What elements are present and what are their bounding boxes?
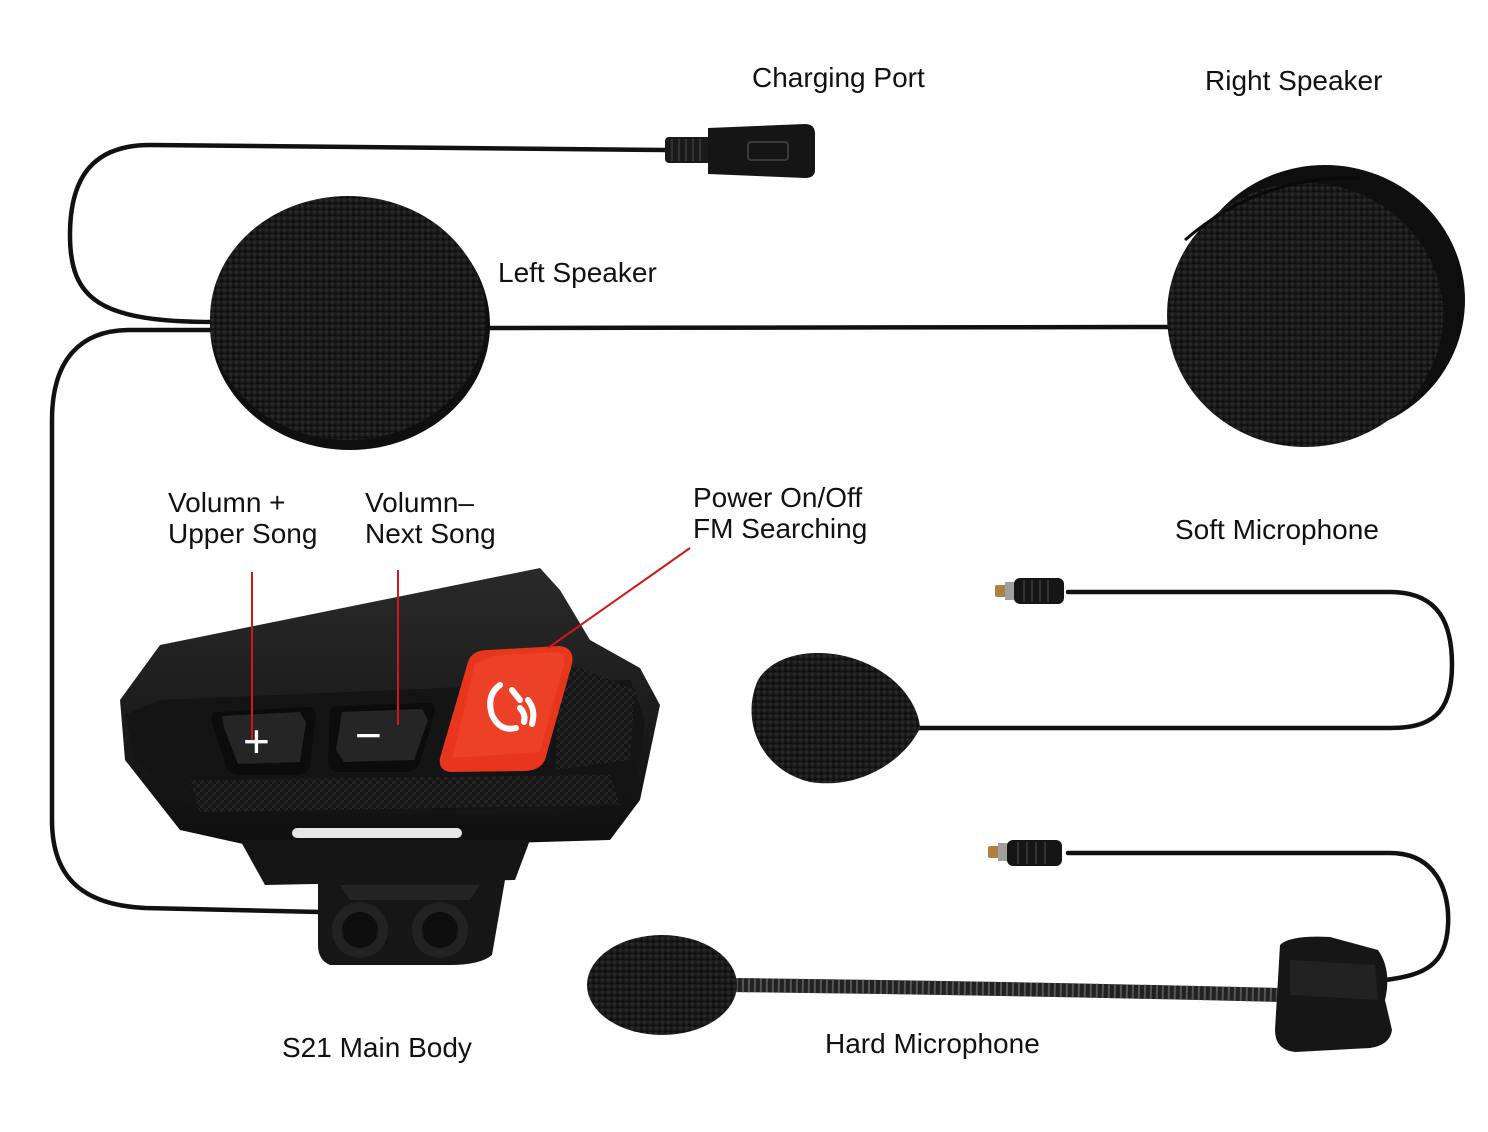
charging-cable [67, 142, 668, 325]
label-hard-microphone: Hard Microphone [825, 1028, 1040, 1059]
phone-icon [487, 682, 537, 732]
soft-mic-cable [909, 589, 1455, 731]
hard-microphone-assembly [587, 840, 1392, 1052]
label-volume-up-line1: Volumn + [168, 487, 286, 518]
hard-mic-cable [1065, 850, 1451, 983]
speaker-link-cable [477, 324, 1173, 331]
label-volume-down-line2: Next Song [365, 518, 496, 549]
leader-lines [251, 547, 691, 740]
cables [49, 142, 1455, 983]
power-button [439, 646, 573, 772]
plus-symbol: + [243, 715, 270, 767]
label-power-line1: Power On/Off [693, 482, 863, 513]
right-speaker-pad [1167, 165, 1465, 447]
soft-microphone-assembly [751, 578, 1064, 784]
main-body-cable [49, 327, 323, 915]
label-soft-microphone: Soft Microphone [1175, 514, 1379, 545]
left-speaker-pad [210, 196, 490, 450]
volume-down-button [328, 703, 436, 772]
label-volume-down-line1: Volumn– [365, 487, 474, 518]
label-right-speaker: Right Speaker [1205, 65, 1383, 96]
label-power: Power On/Off FM Searching [693, 482, 867, 544]
charging-port-connector [665, 124, 815, 178]
label-volume-up-line2: Upper Song [168, 518, 318, 549]
label-charging-port: Charging Port [752, 62, 925, 93]
label-main-body: S21 Main Body [282, 1032, 472, 1063]
label-power-line2: FM Searching [693, 513, 868, 544]
label-volume-up: Volumn + Upper Song [168, 487, 317, 549]
leader-power [547, 547, 691, 649]
label-left-speaker: Left Speaker [498, 257, 657, 288]
volume-up-button [211, 707, 316, 775]
label-volume-down: Volumn– Next Song [365, 487, 496, 549]
minus-symbol: − [355, 709, 382, 761]
s21-main-body [120, 568, 660, 965]
